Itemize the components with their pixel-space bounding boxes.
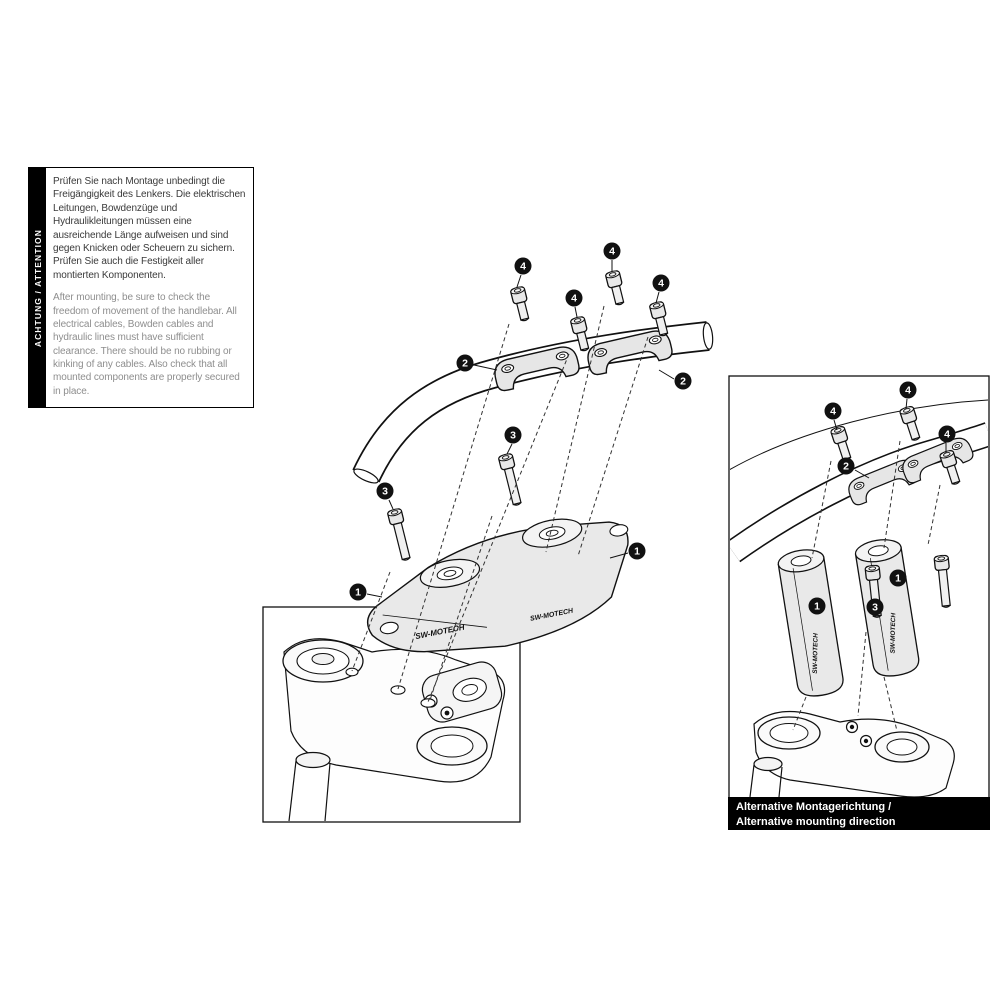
callout-2: 2 [674,372,692,390]
callout-4: 4 [824,402,842,420]
callout-3: 3 [866,598,884,616]
callout-1: 1 [808,597,826,615]
alignment-lines [351,305,649,703]
alt-fork-tube [749,756,783,797]
callout-3: 3 [376,482,394,500]
brand-logo-text: SW-MOTECH [890,613,898,654]
warning-text-german: Prüfen Sie nach Montage unbedingt die Fr… [53,176,246,281]
alt-alignment-lines [792,440,941,732]
alt-riser-left: SW-MOTECH [777,549,844,697]
callout-1: 1 [628,542,646,560]
riser-mount-holes [345,667,436,708]
alt-triple-clamp [749,711,955,797]
callout-2: 2 [456,354,474,372]
callout-leader-lines [366,260,675,598]
callout-1: 1 [889,569,907,587]
ignition-lock [421,661,503,723]
riser-screw [386,507,414,563]
alt-caption-line2: Alternative mounting direction [736,815,896,828]
warning-content: Prüfen Sie nach Montage unbedingt die Fr… [46,168,253,407]
callout-4: 4 [603,242,621,260]
alt-mounting-diagram: SW-MOTECH SW-MOTECH [728,375,990,830]
callout-4: 4 [565,289,583,307]
clamp-screw [509,285,533,323]
clamp-screw [604,269,628,307]
warning-sidebar: ACHTUNG / ATTENTION [29,168,46,408]
callout-4: 4 [938,425,956,443]
callout-3: 3 [504,426,522,444]
fork-tube [288,751,331,822]
alt-caption-line1: Alternative Montagerichtung / [736,801,892,813]
warning-box: ACHTUNG / ATTENTION Prüfen Sie nach Mont… [28,167,254,409]
fork-top-right [416,726,488,766]
callout-4: 4 [514,257,532,275]
callout-2: 2 [837,457,855,475]
callout-4: 4 [652,274,670,292]
bodywork-line [730,399,988,471]
alt-callout-leader-lines [833,398,947,479]
warning-sidebar-label: ACHTUNG / ATTENTION [32,228,43,347]
callout-4: 4 [899,381,917,399]
riser-bracket: SW-MOTECH SW-MOTECH [366,518,629,653]
warning-text-english: After mounting, be sure to check the fre… [53,292,240,397]
handlebar-end [702,322,714,350]
riser-screw [497,452,525,508]
steering-stem-nut [282,639,364,683]
main-exploded-diagram: SW-MOTECH SW-MOTECH [262,260,714,823]
brand-logo-text: SW-MOTECH [812,633,820,674]
callout-1: 1 [349,583,367,601]
handlebar-end [353,468,379,484]
alt-caption-bar: Alternative Montagerichtung / Alternativ… [728,797,990,830]
